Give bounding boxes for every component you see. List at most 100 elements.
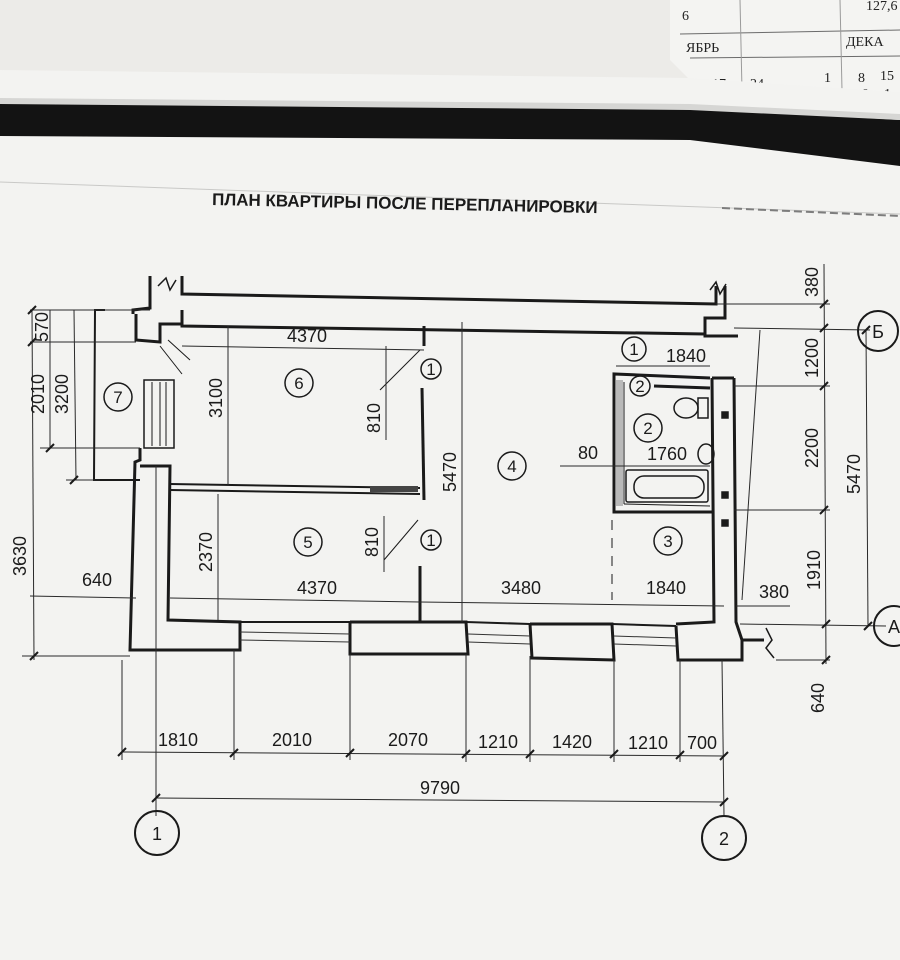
- wall: [703, 286, 738, 338]
- dim-line: [169, 597, 421, 603]
- partition: [169, 489, 421, 495]
- tick: [609, 749, 619, 759]
- calendar-text: ДЕКА: [846, 35, 884, 50]
- door-mark-circle: [621, 336, 647, 362]
- axis-circle: [134, 810, 180, 856]
- room-circle: [633, 413, 663, 443]
- calendar-rule: [689, 55, 900, 59]
- door-mark: 2: [635, 377, 644, 396]
- room-number: 3: [663, 532, 672, 551]
- tick: [29, 651, 39, 661]
- partitions: [143, 326, 712, 622]
- axis-label: А: [888, 617, 900, 637]
- dimension-value: 810: [364, 403, 384, 433]
- extension-line: [733, 327, 871, 331]
- tick: [27, 337, 37, 347]
- dimension-value: 380: [802, 267, 822, 297]
- sink: [697, 443, 715, 465]
- dimension-value: 1210: [628, 733, 668, 753]
- dimension-value: 1760: [647, 444, 687, 464]
- door-mark: 1: [629, 340, 638, 359]
- dimension-value: 1910: [804, 550, 824, 590]
- bathtub-inner: [633, 475, 705, 499]
- paper-sheet: [0, 70, 900, 960]
- axis-circle: [857, 310, 899, 352]
- partition: [653, 384, 711, 390]
- partition: [612, 372, 712, 514]
- dimension-value: 700: [687, 733, 717, 753]
- dim-line: [865, 329, 869, 627]
- break-mark: [765, 627, 775, 659]
- window-line: [467, 633, 531, 637]
- tile-hatch: [616, 380, 623, 506]
- tick: [863, 621, 873, 631]
- wall: [180, 276, 718, 306]
- tick: [27, 305, 37, 315]
- calendar-text: ЯБРЬ: [686, 41, 719, 56]
- title-underline: [721, 207, 900, 217]
- dimension-value: 2070: [388, 730, 428, 750]
- calendar-text: 6: [682, 9, 689, 24]
- markers: [103, 310, 900, 861]
- wall: [348, 620, 470, 656]
- tick: [819, 505, 829, 515]
- dimension-value: 1840: [666, 346, 706, 366]
- wall: [180, 310, 706, 336]
- paper-band-highlight: [0, 98, 900, 120]
- wall: [465, 621, 531, 625]
- room-circle: [284, 368, 314, 398]
- wall: [674, 625, 764, 662]
- room-number: 7: [113, 388, 122, 407]
- break-mark: [709, 280, 727, 296]
- tick: [819, 323, 829, 333]
- room-circle: [103, 382, 133, 412]
- calendar-rule: [679, 29, 900, 35]
- tick: [45, 443, 55, 453]
- calendar-sheet: [670, 0, 900, 100]
- dimension-value: 570: [32, 312, 52, 342]
- room-circle: [497, 451, 527, 481]
- tick: [69, 475, 79, 485]
- partition: [623, 503, 711, 507]
- dimension-value: 80: [578, 443, 598, 463]
- dimension-value: 2200: [802, 428, 822, 468]
- calendar-rule: [839, 0, 843, 91]
- axis-label: 2: [719, 829, 729, 849]
- door-mark: 1: [426, 360, 435, 379]
- paper-dark-band: [0, 102, 900, 166]
- wall: [732, 377, 744, 641]
- leader-line: [741, 329, 761, 601]
- door-swing: [383, 519, 419, 561]
- room-number: 5: [303, 533, 312, 552]
- tick: [819, 381, 829, 391]
- wall: [134, 314, 182, 344]
- wall: [131, 276, 152, 314]
- calendar-text: 127,6: [866, 0, 898, 14]
- dim-line: [121, 751, 725, 757]
- dim-line: [419, 601, 725, 607]
- riser: [721, 519, 729, 527]
- dimension-value: 1200: [802, 338, 822, 378]
- dimension-value: 1810: [158, 730, 198, 750]
- bathtub: [625, 469, 709, 503]
- door-mark-circle: [629, 375, 651, 397]
- bathroom-fixtures: [616, 380, 729, 527]
- dim-line: [155, 797, 725, 803]
- dimension-value: 3100: [206, 378, 226, 418]
- axis-circle: [701, 815, 747, 861]
- wall: [611, 623, 677, 627]
- tick: [819, 299, 829, 309]
- tick: [821, 655, 831, 665]
- partition: [420, 387, 426, 501]
- tick: [525, 749, 535, 759]
- break-marks: [157, 276, 775, 659]
- door-swing: [167, 339, 191, 361]
- door-mark-circle: [420, 358, 442, 380]
- room-circle: [653, 526, 683, 556]
- dimension-value: 5470: [844, 454, 864, 494]
- window-line: [239, 631, 351, 635]
- break-mark: [157, 276, 177, 292]
- tick: [345, 748, 355, 758]
- room-circle: [293, 527, 323, 557]
